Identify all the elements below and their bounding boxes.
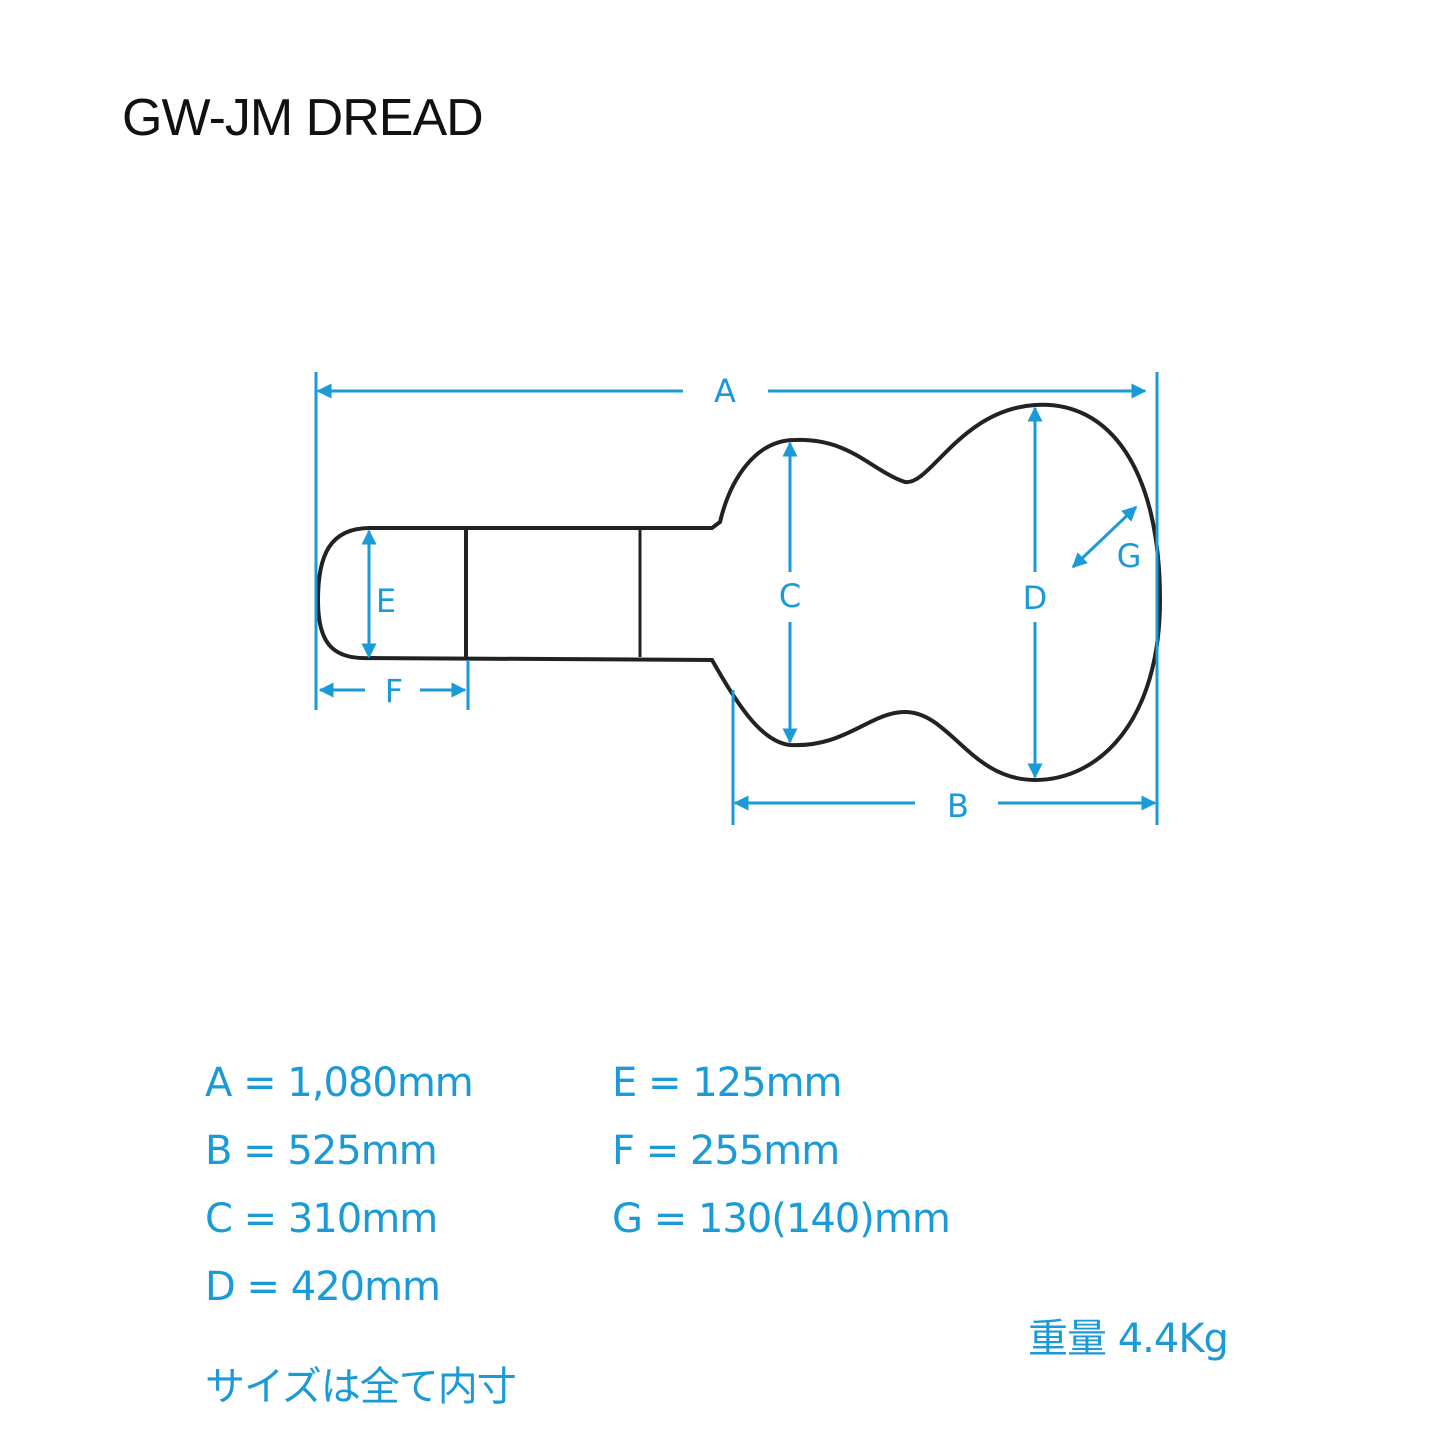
size-note: サイズは全て内寸 [205, 1364, 517, 1410]
weight: 重量 4.4Kg [1028, 1316, 1229, 1362]
label-b: B [947, 787, 969, 825]
spec-b: B = 525mm [205, 1128, 438, 1174]
label-g: G [1117, 537, 1142, 575]
spec-g: G = 130(140)mm [612, 1196, 951, 1242]
label-e: E [376, 582, 396, 620]
label-a: A [714, 372, 736, 410]
spec-f: F = 255mm [612, 1128, 840, 1174]
label-f: F [385, 672, 403, 710]
page-title: GW-JM DREAD [122, 89, 484, 147]
spec-c: C = 310mm [205, 1196, 438, 1242]
spec-e: E = 125mm [612, 1060, 842, 1106]
spec-d: D = 420mm [205, 1264, 441, 1310]
dimension-g [1071, 505, 1138, 569]
spec-a: A = 1,080mm [205, 1060, 474, 1106]
label-c: C [779, 577, 801, 615]
label-d: D [1023, 579, 1048, 617]
